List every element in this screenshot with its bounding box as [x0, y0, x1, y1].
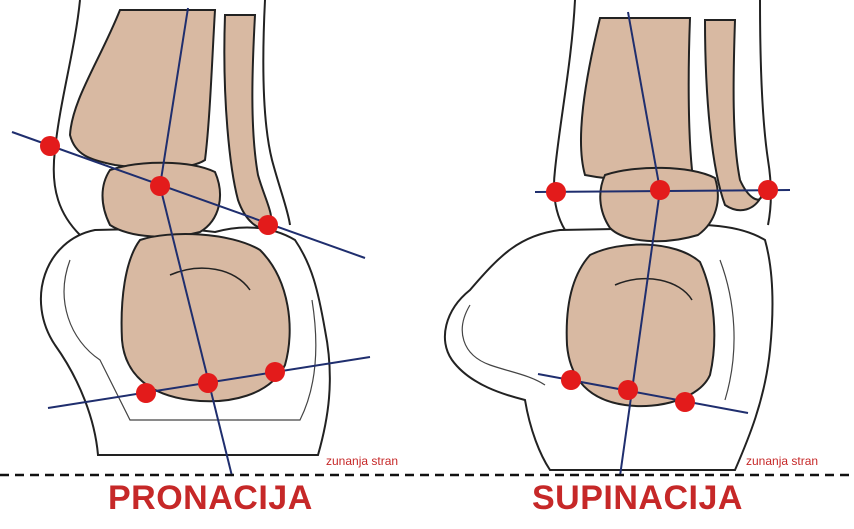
pronation-landmark-lateral-malleolus	[258, 215, 278, 235]
pronation-landmark-heel-left	[136, 383, 156, 403]
supination-landmark-heel-center	[618, 380, 638, 400]
pronation-landmark-heel-center	[198, 373, 218, 393]
pronation-caption: PRONACIJA	[108, 478, 313, 518]
pronation-landmark-heel-right	[265, 362, 285, 382]
supination-outer-side-note: zunanja stran	[746, 454, 818, 468]
pronation-foot-illustration	[12, 0, 370, 476]
supination-landmark-heel-right	[675, 392, 695, 412]
pronation-tibia	[70, 10, 215, 168]
supination-caption: SUPINACIJA	[532, 478, 743, 518]
supination-landmark-medial-malleolus	[546, 182, 566, 202]
pronation-outer-side-note: zunanja stran	[326, 454, 398, 468]
supination-foot-illustration	[445, 0, 790, 476]
supination-landmark-heel-left	[561, 370, 581, 390]
pronation-leg-right-contour	[263, 0, 290, 225]
supination-talus	[600, 168, 718, 241]
pronation-landmark-medial-malleolus	[40, 136, 60, 156]
supination-tibia	[581, 18, 692, 180]
supination-landmark-talus-center	[650, 180, 670, 200]
pronation-landmark-talus-center	[150, 176, 170, 196]
supination-landmark-lateral-malleolus	[758, 180, 778, 200]
